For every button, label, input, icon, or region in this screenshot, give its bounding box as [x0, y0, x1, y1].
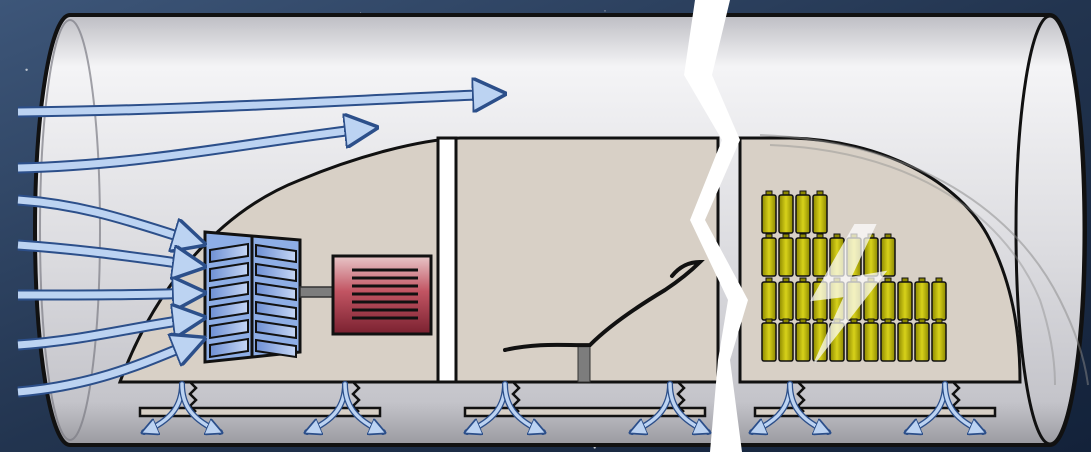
battery-cell — [761, 277, 777, 321]
battery-cell — [880, 318, 896, 362]
seat-profile — [503, 259, 705, 352]
battery-cell — [778, 318, 794, 362]
battery-cell — [931, 318, 947, 362]
battery-cell — [897, 277, 913, 321]
lightning-bolt-shape — [810, 224, 888, 363]
air-bearing-ski — [467, 381, 543, 432]
compressor-blades — [209, 242, 297, 359]
air-bearing-system — [138, 381, 997, 432]
star — [604, 10, 606, 12]
passenger-seat-icon — [503, 259, 705, 383]
compressor-blade — [209, 261, 249, 283]
compressor-blade — [255, 281, 297, 302]
motor-cooling-fins — [352, 268, 418, 320]
battery-cell — [778, 233, 794, 277]
compressor-blade — [209, 299, 249, 321]
battery-cell — [914, 318, 930, 362]
ski-rail-left — [138, 406, 382, 418]
airflow-arrow — [17, 128, 372, 174]
airflow-arrow — [17, 293, 200, 295]
cabin-divider-wall — [436, 136, 458, 384]
battery-cell — [863, 318, 879, 362]
air-bearing-ski — [907, 381, 983, 432]
battery-cell — [795, 277, 811, 321]
air-bearing-skis — [144, 381, 983, 432]
battery-cell — [880, 277, 896, 321]
compressor-blade — [209, 242, 249, 264]
capsule-rear-ghost-outline — [759, 134, 1089, 386]
battery-cell — [846, 318, 862, 362]
battery-cell — [914, 277, 930, 321]
motor-icon — [331, 254, 433, 336]
compressor-blade — [209, 280, 249, 302]
battery-cell — [795, 190, 811, 234]
airflow-arrow — [17, 340, 200, 398]
air-bearing-ski — [632, 381, 708, 432]
star — [25, 68, 28, 72]
compressor-blade — [255, 243, 297, 264]
diagram-break-cut — [684, 0, 748, 452]
lightning-bolt-icon — [810, 224, 888, 363]
airflow-arrow — [17, 239, 200, 266]
compressor-blade — [255, 319, 297, 340]
ski-rail-middle — [463, 406, 707, 418]
battery-cell — [778, 190, 794, 234]
airflow-arrow — [17, 318, 200, 351]
star — [360, 12, 362, 13]
compressor-blade — [255, 262, 297, 283]
air-bearing-ski — [752, 381, 828, 432]
compressor-blade — [255, 300, 297, 321]
battery-cell — [931, 277, 947, 321]
capsule-rear-ghost-outline-2 — [769, 144, 1056, 386]
battery-cell — [812, 233, 828, 277]
battery-cell — [795, 318, 811, 362]
air-bearing-ski — [144, 381, 220, 432]
ski-rail-right — [753, 406, 997, 418]
battery-cell — [795, 233, 811, 277]
airflow-arrow — [17, 94, 500, 118]
battery-cell — [778, 277, 794, 321]
drive-shaft — [299, 286, 336, 298]
tube-far-end — [1014, 14, 1086, 446]
airflow-arrow — [17, 194, 200, 243]
compressor-blade — [255, 338, 297, 359]
air-bearing-ski — [307, 381, 383, 432]
battery-cell — [761, 190, 777, 234]
compressor-fan-icon — [203, 230, 302, 364]
battery-cell — [761, 233, 777, 277]
battery-cell — [897, 318, 913, 362]
seat-post — [577, 344, 591, 383]
battery-cell — [880, 233, 896, 277]
tube-near-rim — [39, 19, 101, 441]
battery-cell — [812, 190, 828, 234]
battery-icon — [761, 190, 947, 362]
intake-airflow-arrows — [17, 94, 500, 398]
battery-cell — [761, 318, 777, 362]
